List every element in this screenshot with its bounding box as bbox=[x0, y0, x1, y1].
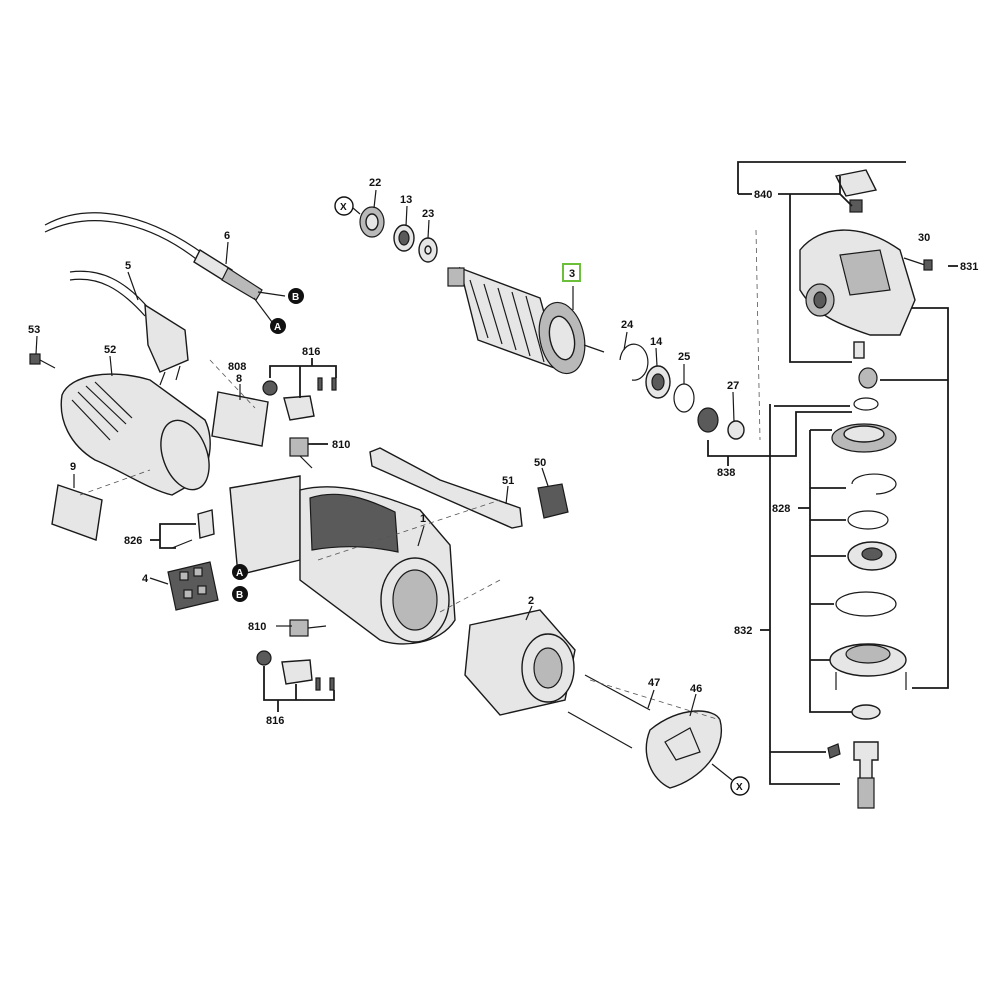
marker-b-switch[interactable]: B bbox=[232, 586, 248, 602]
bearing-flange-832[interactable] bbox=[829, 643, 907, 690]
washer-828[interactable] bbox=[847, 510, 889, 530]
bracket-816-bottom bbox=[263, 666, 335, 712]
svg-text:A: A bbox=[274, 322, 281, 333]
label-828: 828 bbox=[772, 503, 790, 515]
brush-holder-816-bottom[interactable] bbox=[256, 650, 335, 691]
label-53: 53 bbox=[28, 324, 40, 336]
part-number-labels: 22 13 23 3 24 14 25 27 838 840 30 831 82… bbox=[28, 177, 978, 727]
bracket-828 bbox=[798, 429, 852, 713]
cable-clip-826[interactable] bbox=[171, 509, 215, 549]
label-22: 22 bbox=[369, 177, 381, 189]
marker-a-switch[interactable]: A bbox=[232, 564, 248, 580]
svg-text:A: A bbox=[236, 568, 243, 579]
circlip-828[interactable] bbox=[851, 473, 897, 495]
label-810-bottom: 810 bbox=[248, 621, 266, 633]
label-25: 25 bbox=[678, 351, 690, 363]
label-826: 826 bbox=[124, 535, 142, 547]
label-47: 47 bbox=[648, 677, 660, 689]
label-810-top: 810 bbox=[332, 439, 350, 451]
carbon-brush-810-bottom[interactable] bbox=[289, 619, 327, 637]
label-840: 840 bbox=[754, 189, 772, 201]
label-808: 808 bbox=[228, 361, 246, 373]
label-27: 27 bbox=[727, 380, 739, 392]
highlighted-part-box bbox=[562, 263, 581, 282]
switch-slider-50[interactable] bbox=[537, 483, 569, 519]
label-51: 51 bbox=[502, 475, 514, 487]
nut-27[interactable] bbox=[727, 420, 745, 440]
screws-47[interactable] bbox=[567, 674, 651, 749]
svg-text:X: X bbox=[736, 782, 743, 793]
label-9: 9 bbox=[70, 461, 76, 473]
label-50: 50 bbox=[534, 457, 546, 469]
armature-3[interactable] bbox=[447, 266, 605, 378]
washer-23[interactable] bbox=[418, 237, 438, 263]
switch-rod-51[interactable] bbox=[369, 447, 523, 529]
screw-53[interactable] bbox=[29, 353, 56, 369]
label-46: 46 bbox=[690, 683, 702, 695]
spindle-lock-840[interactable] bbox=[834, 169, 878, 213]
label-832: 832 bbox=[734, 625, 752, 637]
gear-housing-831[interactable] bbox=[799, 229, 916, 336]
ball-bearing-832[interactable] bbox=[847, 541, 897, 571]
label-816-bottom: 816 bbox=[266, 715, 284, 727]
label-816-top: 816 bbox=[302, 346, 320, 358]
leader-lines bbox=[35, 189, 735, 717]
seal-ring-832[interactable] bbox=[851, 704, 881, 720]
label-5: 5 bbox=[125, 260, 131, 272]
bracket-826 bbox=[150, 523, 196, 549]
motor-housing-1[interactable] bbox=[229, 475, 456, 645]
label-13: 13 bbox=[400, 194, 412, 206]
marker-b-cable[interactable]: B bbox=[288, 288, 304, 304]
power-plug-cable-5[interactable] bbox=[69, 270, 189, 386]
label-831: 831 bbox=[960, 261, 978, 273]
bracket-832 bbox=[760, 404, 840, 785]
rear-housing-52[interactable] bbox=[60, 373, 218, 496]
label-3: 3 bbox=[569, 268, 575, 280]
bevel-gear-828[interactable] bbox=[831, 423, 897, 453]
label-52: 52 bbox=[104, 344, 116, 356]
pin-and-bush[interactable] bbox=[853, 341, 878, 389]
label-4: 4 bbox=[142, 573, 149, 585]
spindle-832[interactable] bbox=[827, 741, 879, 809]
pinion-838[interactable] bbox=[697, 407, 719, 433]
carbon-brush-810-top[interactable] bbox=[289, 437, 313, 469]
power-cable-6[interactable] bbox=[44, 212, 286, 323]
nameplate-8[interactable] bbox=[211, 391, 269, 447]
fan-nut-22[interactable] bbox=[359, 206, 385, 238]
label-24: 24 bbox=[621, 319, 634, 331]
label-14: 14 bbox=[650, 336, 663, 348]
switch-4[interactable] bbox=[167, 561, 219, 611]
air-guide-46[interactable] bbox=[645, 710, 723, 789]
bracket-831 bbox=[880, 265, 958, 689]
svg-text:B: B bbox=[236, 590, 243, 601]
ball-bearing-13[interactable] bbox=[393, 224, 415, 252]
nameplate-9[interactable] bbox=[51, 484, 103, 541]
bracket-838 bbox=[707, 405, 852, 466]
label-1: 1 bbox=[420, 513, 426, 525]
svg-text:B: B bbox=[292, 292, 299, 303]
label-23: 23 bbox=[422, 208, 434, 220]
label-838: 838 bbox=[717, 467, 735, 479]
label-30: 30 bbox=[918, 232, 930, 244]
screw-30[interactable] bbox=[903, 257, 933, 271]
marker-x-top[interactable]: X bbox=[334, 196, 361, 216]
o-ring-25[interactable] bbox=[673, 383, 695, 413]
retaining-ring-top[interactable] bbox=[853, 397, 879, 411]
label-2: 2 bbox=[528, 595, 534, 607]
field-coil-2[interactable] bbox=[464, 609, 576, 716]
ball-bearing-14[interactable] bbox=[645, 365, 671, 399]
marker-a-cable[interactable]: A bbox=[270, 318, 286, 334]
label-8: 8 bbox=[236, 373, 242, 385]
svg-text:X: X bbox=[340, 202, 347, 213]
o-ring-832[interactable] bbox=[835, 591, 897, 617]
marker-x-bottom[interactable]: X bbox=[711, 763, 750, 796]
bracket-816-top bbox=[269, 358, 337, 398]
label-6: 6 bbox=[224, 230, 230, 242]
brush-holder-816-top[interactable] bbox=[262, 377, 337, 421]
bracket-840 bbox=[737, 161, 906, 363]
